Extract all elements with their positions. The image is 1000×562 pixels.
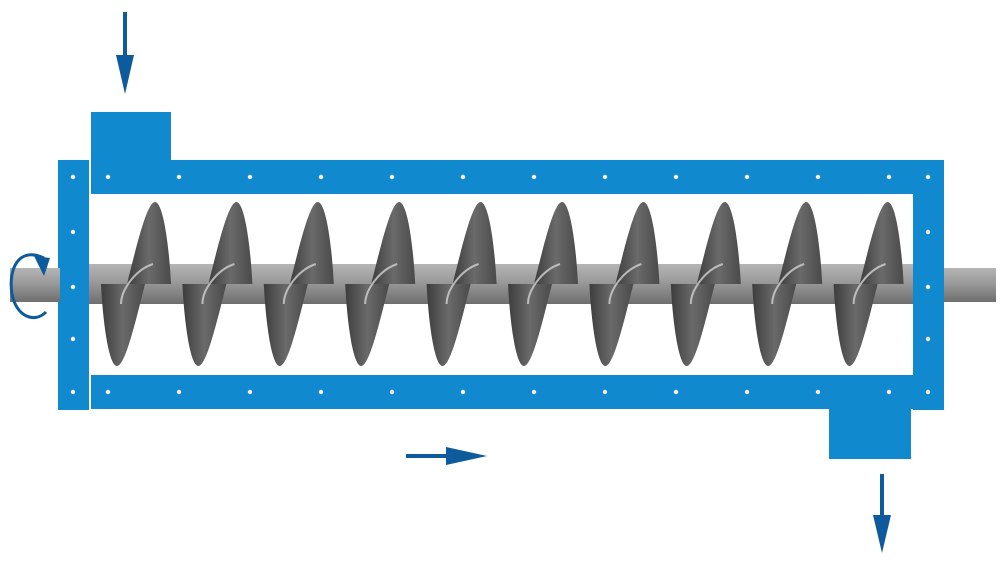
flight-blade-lower bbox=[345, 284, 390, 366]
rotation-arrow bbox=[9, 253, 50, 319]
bolt bbox=[925, 336, 931, 342]
flight-helix-edge bbox=[445, 263, 479, 305]
bolt bbox=[673, 389, 679, 395]
flight-helix-edge bbox=[201, 263, 235, 305]
bolt bbox=[70, 336, 76, 342]
bolt bbox=[886, 174, 892, 180]
bolt bbox=[886, 389, 892, 395]
bolt bbox=[925, 229, 931, 235]
bolt bbox=[105, 389, 111, 395]
flange-bolts bbox=[70, 174, 931, 395]
bolt bbox=[247, 174, 253, 180]
bolt bbox=[70, 284, 76, 290]
flight-helix-edge bbox=[282, 263, 317, 305]
transport-direction-arrow bbox=[406, 447, 487, 465]
flight-blade-upper bbox=[127, 202, 171, 284]
flight-helix-edge bbox=[852, 263, 886, 305]
drive-shaft-left-stub bbox=[10, 268, 60, 302]
bolt bbox=[176, 389, 182, 395]
flight-helix-edge bbox=[689, 263, 724, 305]
bolt bbox=[673, 174, 679, 180]
flight-blade-lower bbox=[182, 284, 227, 366]
flight-blade-upper bbox=[778, 202, 823, 284]
flight-helix-edge bbox=[771, 263, 805, 305]
bolt bbox=[389, 174, 395, 180]
bolt bbox=[70, 174, 76, 180]
bolt bbox=[105, 174, 111, 180]
flight-blade-lower bbox=[101, 284, 145, 366]
bolt bbox=[815, 174, 821, 180]
flight-blade-lower bbox=[263, 284, 308, 366]
bolt bbox=[815, 389, 821, 395]
bolt bbox=[925, 174, 931, 180]
bolt bbox=[531, 174, 537, 180]
flight-blade-lower bbox=[508, 284, 552, 366]
auger-flighting bbox=[101, 202, 904, 366]
flight-blade-upper bbox=[615, 202, 660, 284]
bolt bbox=[744, 174, 750, 180]
bolt bbox=[318, 174, 324, 180]
bolt bbox=[602, 174, 608, 180]
flight-blade-upper bbox=[452, 202, 497, 284]
bolt bbox=[744, 389, 750, 395]
bolt bbox=[247, 389, 253, 395]
bolt bbox=[70, 389, 76, 395]
drive-shaft-right-stub bbox=[944, 268, 996, 302]
flight-blade-upper bbox=[534, 202, 578, 284]
inlet-flow-arrow bbox=[116, 12, 134, 94]
flight-blade-lower bbox=[833, 284, 878, 366]
flight-helix-edge bbox=[120, 263, 154, 305]
bolt bbox=[318, 389, 324, 395]
bolt bbox=[460, 389, 466, 395]
flight-blade-lower bbox=[589, 284, 634, 366]
bolt bbox=[176, 174, 182, 180]
flight-blade-lower bbox=[752, 284, 797, 366]
bolt bbox=[925, 284, 931, 290]
housing-top-flange bbox=[91, 160, 913, 194]
flight-helix-edge bbox=[608, 263, 642, 305]
bolt bbox=[531, 389, 537, 395]
flight-blade-upper bbox=[371, 202, 416, 284]
flight-blade-upper bbox=[289, 202, 334, 284]
housing-bottom-flange bbox=[91, 375, 913, 409]
bolt bbox=[389, 389, 395, 395]
bolt bbox=[70, 229, 76, 235]
bolt bbox=[925, 389, 931, 395]
flight-blade-upper bbox=[859, 202, 904, 284]
flight-blade-lower bbox=[670, 284, 715, 366]
flight-helix-edge bbox=[527, 263, 561, 305]
outlet-flow-arrow bbox=[873, 474, 891, 553]
bolt bbox=[602, 389, 608, 395]
inlet-hopper bbox=[91, 112, 171, 164]
flight-blade-lower bbox=[426, 284, 471, 366]
flight-helix-edge bbox=[364, 263, 398, 305]
flight-blade-upper bbox=[696, 202, 741, 284]
flight-blade-upper bbox=[208, 202, 253, 284]
bolt bbox=[460, 174, 466, 180]
outlet-chute bbox=[829, 405, 911, 459]
